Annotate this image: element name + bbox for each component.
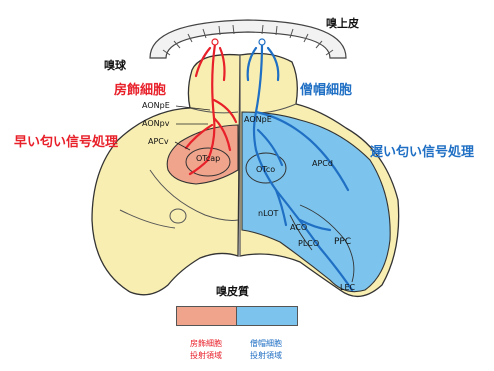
- legend-mitral-swatch: [236, 306, 298, 326]
- legend-tufted-swatch: [176, 306, 238, 326]
- receptor-cells: [212, 39, 265, 45]
- label-tufted-cells: 房飾細胞: [114, 84, 166, 97]
- label-right-nlot: nLOT: [258, 210, 278, 218]
- label-olfactory-cortex: 嗅皮質: [216, 286, 249, 297]
- label-right-plco: PLCO: [298, 240, 319, 248]
- legend-tufted-line1: 房飾細胞: [190, 340, 222, 348]
- label-left-apcv: APCv: [148, 138, 169, 146]
- label-right-lec: LEC: [340, 284, 355, 292]
- label-left-aonpv: AONpv: [142, 120, 169, 128]
- label-right-ppc: PPC: [334, 238, 351, 247]
- label-left-otcap: OTcap: [196, 155, 220, 163]
- legend-tufted-line2: 投射領域: [190, 352, 222, 360]
- label-right-otco: OTco: [256, 166, 275, 174]
- label-right-aco: ACO: [290, 224, 307, 232]
- label-mitral-cells: 僧帽細胞: [300, 84, 352, 97]
- mitral-projection-region: [242, 112, 390, 292]
- label-slow-processing: 遅い匂い信号処理: [370, 146, 474, 159]
- label-fast-processing: 早い匂い信号処理: [14, 136, 118, 149]
- label-olfactory-epithelium: 嗅上皮: [326, 18, 359, 29]
- legend-mitral-line2: 投射領域: [250, 352, 282, 360]
- label-olfactory-bulb: 嗅球: [104, 60, 126, 71]
- label-left-aonpe: AONpE: [142, 102, 170, 110]
- epithelium-arc: [150, 20, 346, 58]
- legend-mitral-line1: 僧帽細胞: [250, 340, 282, 348]
- label-right-apcd: APCd: [312, 160, 333, 168]
- label-right-aonpe: AONpE: [244, 116, 272, 124]
